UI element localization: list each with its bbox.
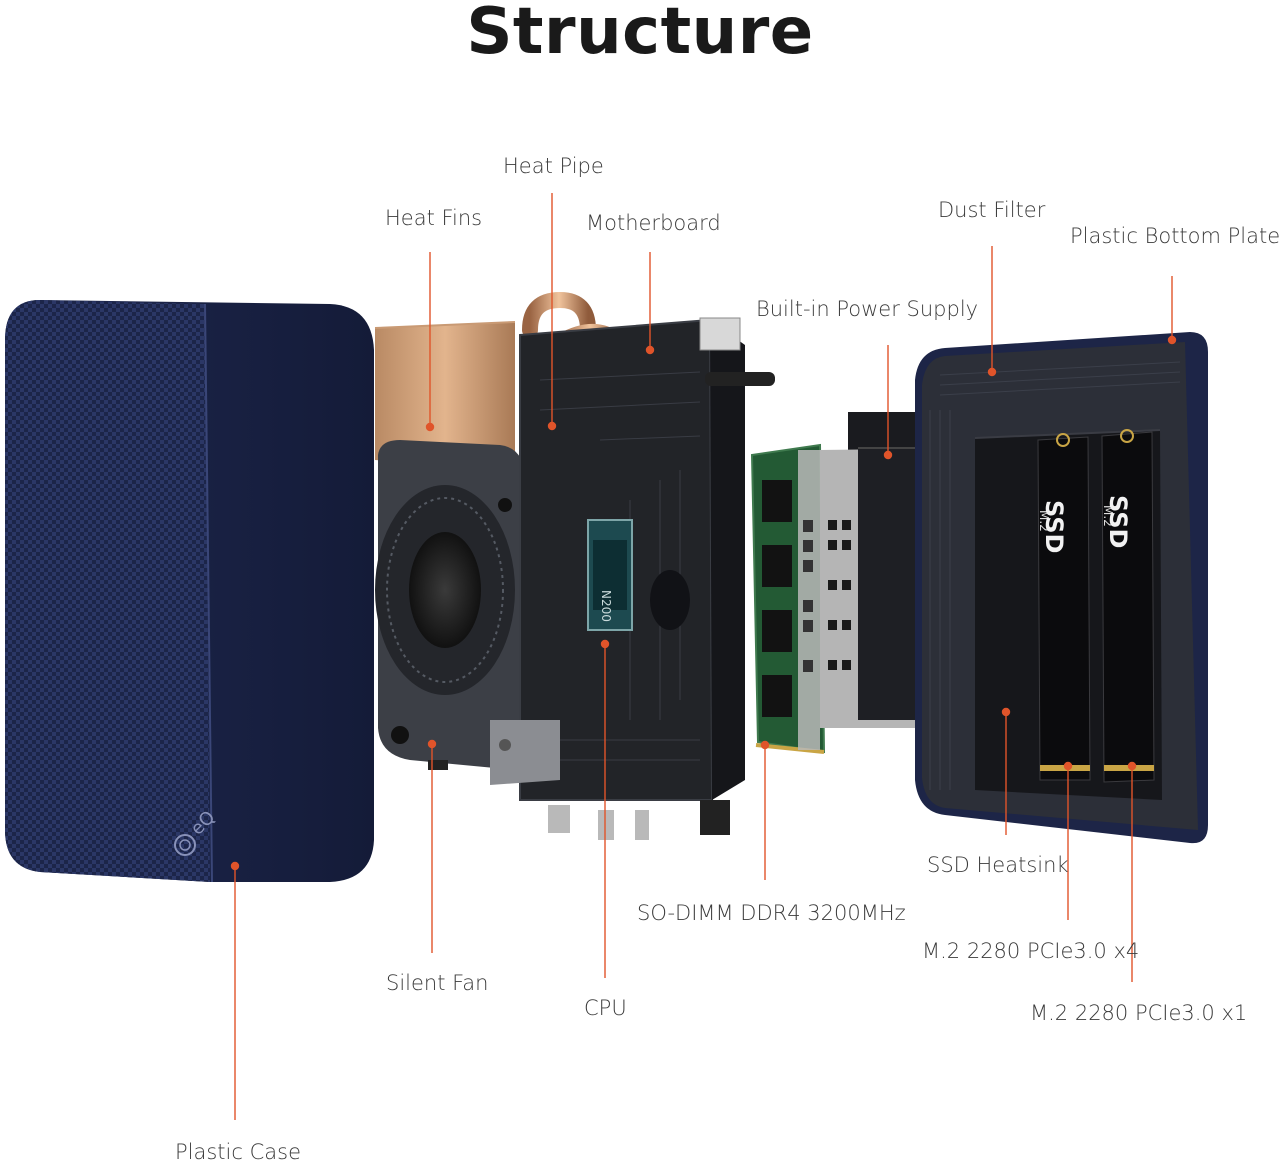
ssd-x1-form-text: M.2 (1101, 505, 1115, 527)
label-motherboard: Motherboard (586, 211, 721, 235)
motherboard: N200 (490, 317, 775, 840)
label-ssd-heatsink: SSD Heatsink (927, 853, 1069, 877)
swirl-logo-icon (174, 834, 196, 856)
ssd-x4: M.2 SSD (1037, 433, 1091, 781)
dust-filter (929, 361, 1181, 790)
page-title: Structure (466, 0, 814, 69)
label-plastic-bottom-plate: Plastic Bottom Plate (1070, 224, 1280, 248)
label-silent-fan: Silent Fan (386, 971, 489, 995)
leader-lines (230, 193, 1177, 1120)
label-heat-fins: Heat Fins (385, 206, 483, 230)
label-so-dimm: SO-DIMM DDR4 3200MHz (637, 901, 906, 925)
so-dimm-module (750, 443, 826, 754)
heat-fins (374, 321, 516, 470)
ssd-x1: M.2 SSD (1101, 429, 1155, 783)
label-m2-x4: M.2 2280 PCIe3.0 x4 (922, 939, 1140, 963)
ssd-x1-text: SSD (1104, 495, 1132, 548)
label-plastic-case: Plastic Case (175, 1140, 301, 1164)
silent-fan (375, 440, 525, 770)
plastic-case: eQ (5, 300, 374, 883)
label-m2-x1: M.2 2280 PCIe3.0 x1 (1030, 1001, 1248, 1025)
label-cpu: CPU (584, 996, 627, 1020)
label-dust-filter: Dust Filter (938, 198, 1046, 222)
ssd-x4-form-text: M.2 (1037, 510, 1051, 532)
label-heat-pipe: Heat Pipe (503, 154, 604, 178)
label-built-in-power-supply: Built-in Power Supply (756, 297, 979, 321)
ssd-x4-text: SSD (1040, 500, 1068, 553)
cpu-chip-text: N200 (599, 590, 613, 622)
